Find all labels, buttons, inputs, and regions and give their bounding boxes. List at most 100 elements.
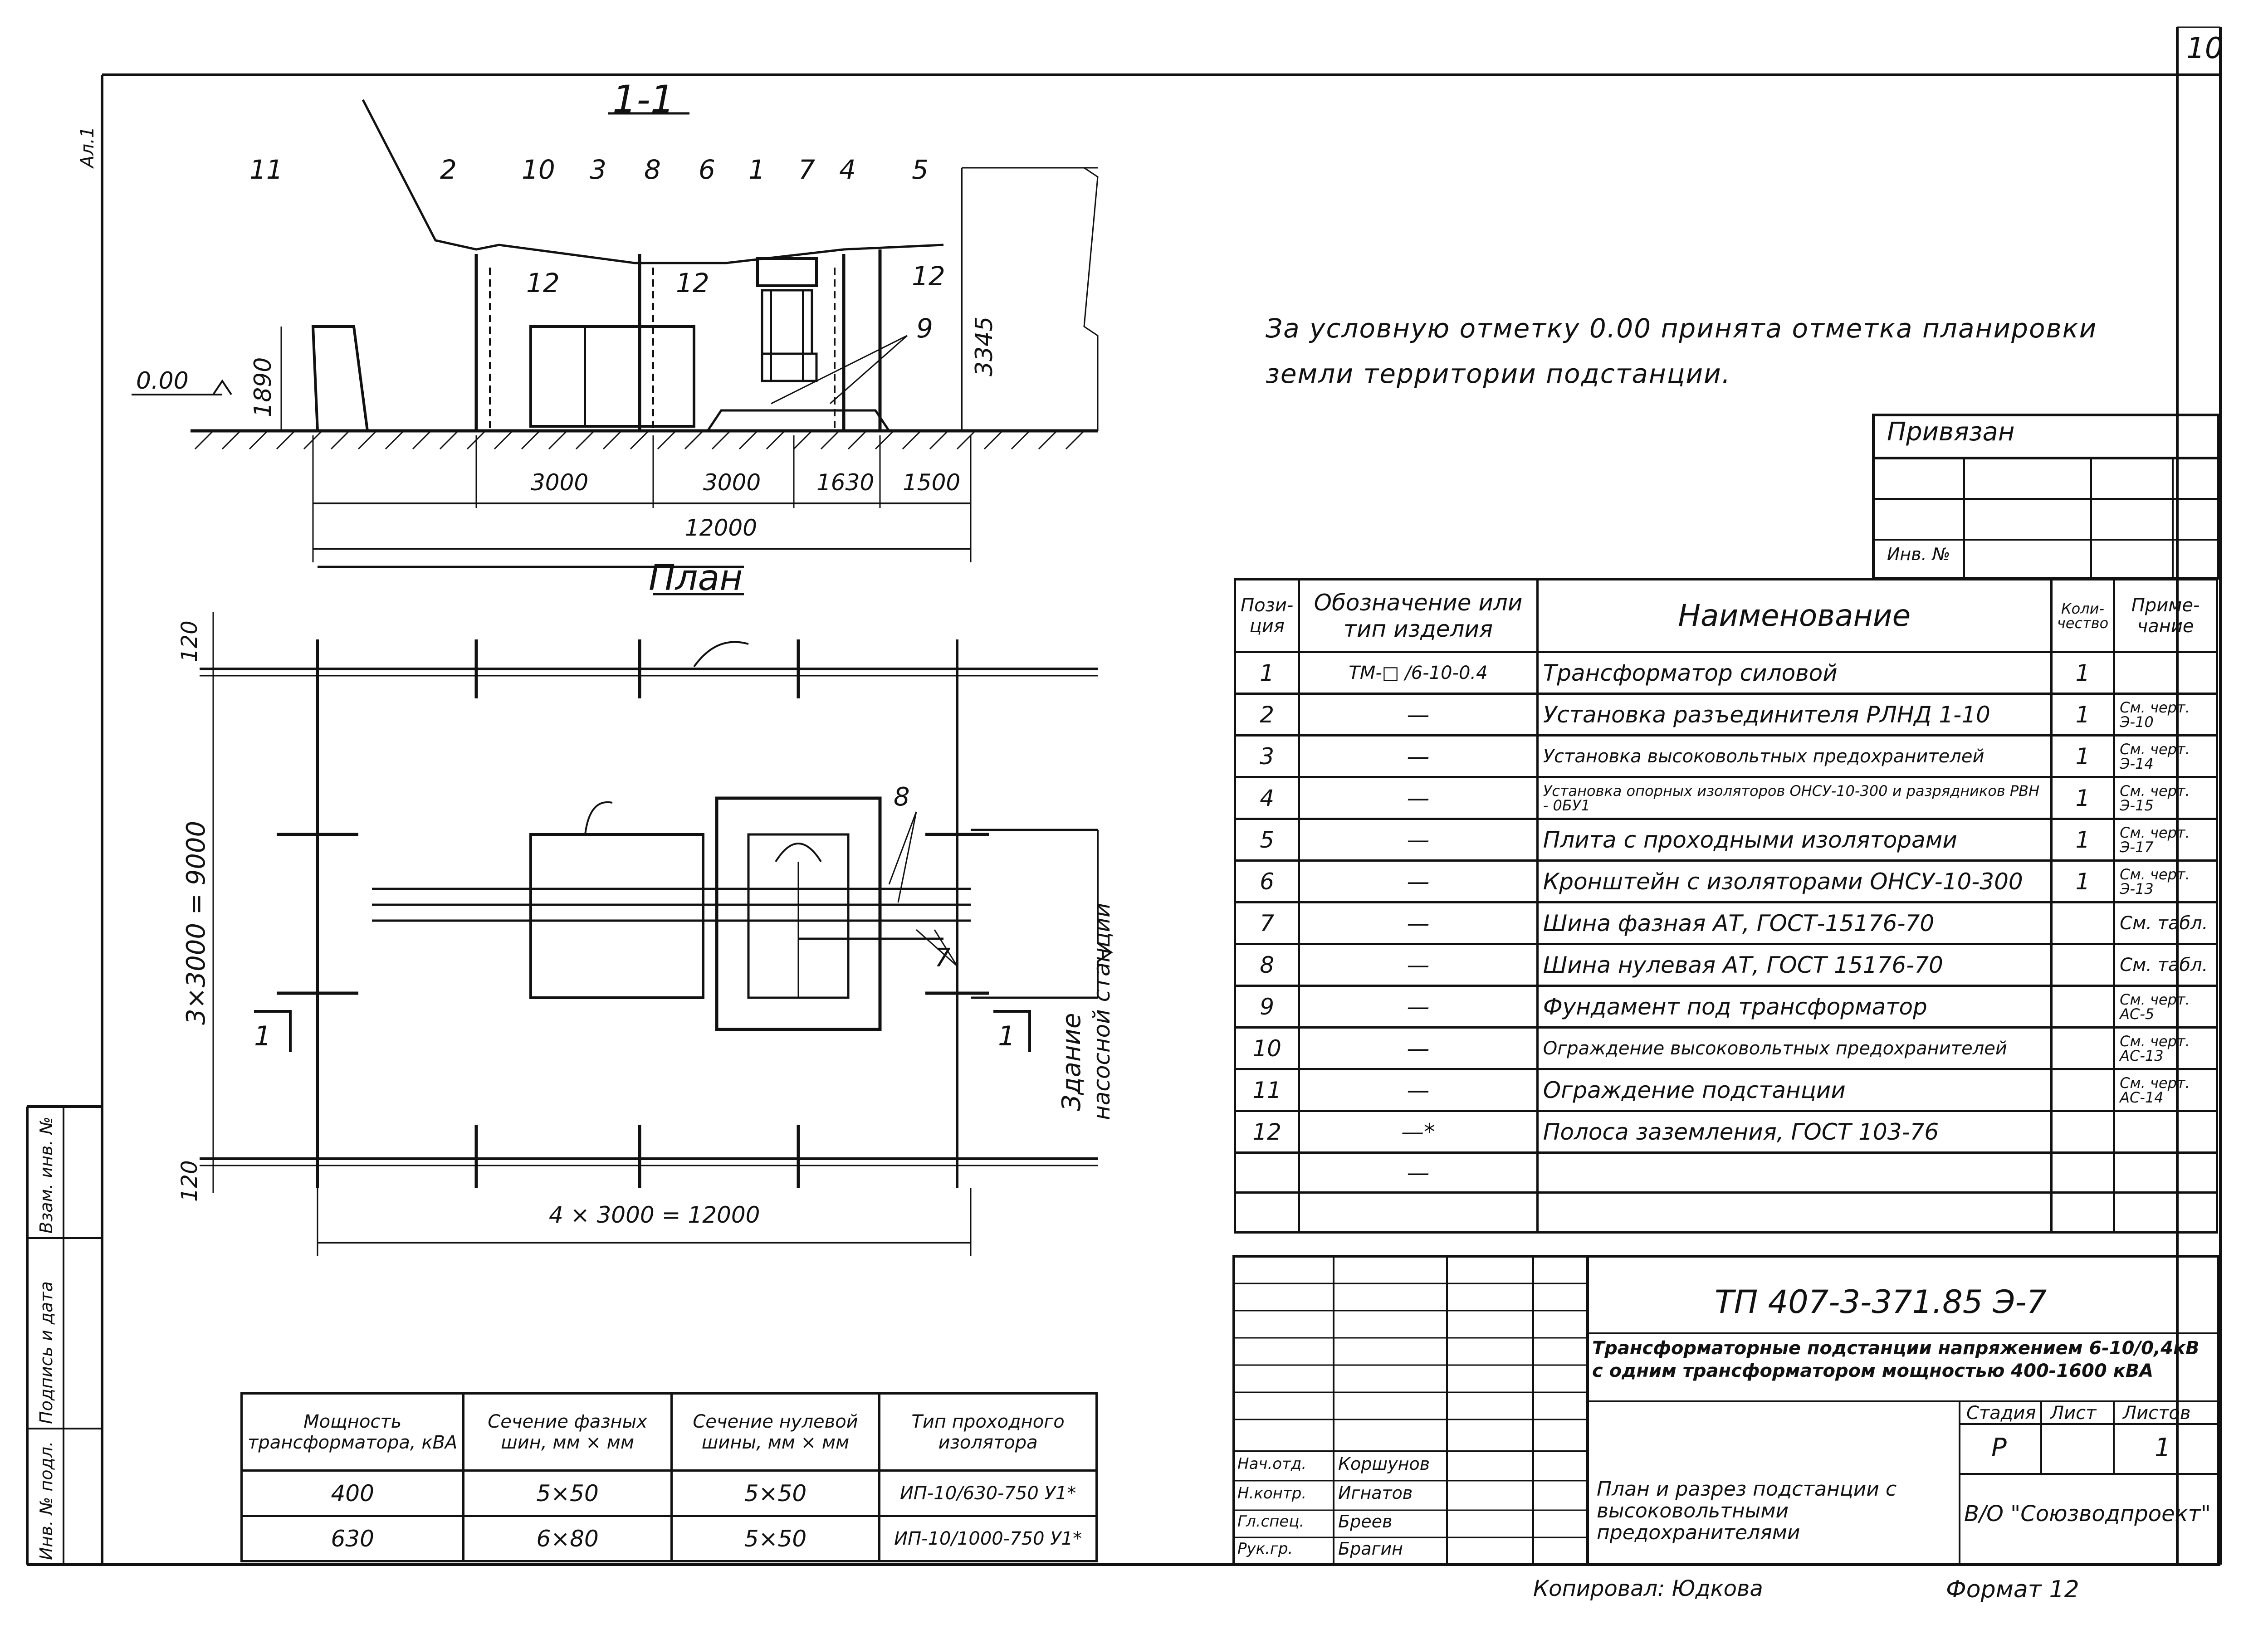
- spec-name: Плита с проходными изоляторами: [1536, 818, 2053, 862]
- strip-replaced-inv: Взам. инв. №: [36, 1116, 56, 1234]
- spec-note: См. черт. Э-17: [2113, 818, 2218, 862]
- section-marker-left: 1: [254, 1020, 272, 1052]
- spec-note: См. черт. АС-13: [2113, 1026, 2218, 1070]
- spec-pos: 5: [1233, 818, 1300, 862]
- spec-header-qty: Коли-чество: [2050, 578, 2116, 653]
- spec-qty: 1: [2050, 651, 2116, 695]
- spec-name: Кронштейн с изоляторами ОНСУ-10-300: [1536, 859, 2053, 903]
- spec-name: Установка высоковольтных предохранителей: [1536, 734, 2053, 778]
- spec-designation: —: [1298, 1151, 1539, 1194]
- plan-label-7: 7: [934, 943, 951, 973]
- spec-note: См. черт. Э-13: [2113, 859, 2218, 903]
- spec-name: Ограждение высоковольтных предохранителе…: [1536, 1026, 2053, 1070]
- bus-neutral: 5×50: [670, 1469, 881, 1517]
- spec-row: 4 — Установка опорных изоляторов ОНСУ-10…: [1233, 776, 2218, 820]
- strip-inv-original: Инв. № подл.: [36, 1441, 56, 1560]
- format-label: Формат 12: [1946, 1576, 2079, 1603]
- spec-note: См. черт. АС-14: [2113, 1068, 2218, 1112]
- role-head-dept: Нач.отд.: [1237, 1455, 1307, 1473]
- spec-name: Установка разъединителя РЛНД 1-10: [1536, 693, 2053, 737]
- bus-table: Мощность трансформатора, кВА Сечение фаз…: [240, 1392, 1098, 1562]
- spec-header-name: Наименование: [1536, 578, 2053, 653]
- spec-header-pos: Пози-ция: [1233, 578, 1300, 653]
- spec-pos: 4: [1233, 776, 1300, 820]
- spec-pos: 9: [1233, 985, 1300, 1029]
- ground-label-12-c: 12: [912, 261, 945, 292]
- callout-8: 8: [644, 154, 661, 185]
- spec-qty: 1: [2050, 859, 2116, 903]
- bus-header-insulator: Тип проходного изолятора: [878, 1392, 1098, 1472]
- spec-designation: —: [1298, 1026, 1539, 1070]
- spec-header-row: Пози-ция Обозначение или тип изделия Наи…: [1233, 578, 2218, 653]
- spec-row: 12 —* Полоса заземления, ГОСТ 103-76: [1233, 1110, 2218, 1154]
- spec-note: См. табл.: [2113, 943, 2218, 987]
- spec-name: Полоса заземления, ГОСТ 103-76: [1536, 1110, 2053, 1154]
- note-line-1: За условную отметку 0.00 принята отметка…: [1266, 313, 2097, 344]
- name-head-dept: Коршунов: [1338, 1454, 1430, 1474]
- spec-qty: 1: [2050, 818, 2116, 862]
- bus-header-neutral: Сечение нулевой шины, мм × мм: [670, 1392, 881, 1472]
- spec-designation: —: [1298, 985, 1539, 1029]
- sheet-number: 10: [2186, 32, 2224, 65]
- spec-pos: 6: [1233, 859, 1300, 903]
- spec-designation: —*: [1298, 1110, 1539, 1154]
- spec-qty: 1: [2050, 734, 2116, 778]
- spec-pos: 7: [1233, 901, 1300, 945]
- spec-pos: 1: [1233, 651, 1300, 695]
- spec-row: 9 — Фундамент под трансформатор См. черт…: [1233, 985, 2218, 1029]
- spec-designation: —: [1298, 776, 1539, 820]
- organization: В/О "Союзводпроект": [1964, 1501, 2211, 1527]
- specification-table: Пози-ция Обозначение или тип изделия Наи…: [1233, 578, 2218, 1234]
- name-group-lead: Брагин: [1338, 1539, 1403, 1559]
- spec-row-empty: [1233, 1191, 2218, 1234]
- dim-3000-b: 3000: [703, 469, 761, 496]
- bus-neutral: 5×50: [670, 1515, 881, 1562]
- spec-note: [2113, 651, 2218, 695]
- spec-note: См. черт. Э-14: [2113, 734, 2218, 778]
- spec-name: Установка опорных изоляторов ОНСУ-10-300…: [1536, 776, 2053, 820]
- spec-note: [2113, 1151, 2218, 1194]
- dim-1630: 1630: [816, 469, 875, 496]
- callout-7: 7: [798, 154, 815, 185]
- section-marker-right: 1: [998, 1020, 1016, 1052]
- callout-3: 3: [590, 154, 606, 185]
- spec-qty: 1: [2050, 776, 2116, 820]
- spec-qty: [2050, 1110, 2116, 1154]
- spec-name: Фундамент под трансформатор: [1536, 985, 2053, 1029]
- sheets-value: 1: [2155, 1433, 2171, 1463]
- bus-power: 400: [240, 1469, 465, 1517]
- callout-1: 1: [748, 154, 765, 185]
- project-desc-1: Трансформаторные подстанции напряжением …: [1592, 1338, 2200, 1359]
- role-group-lead: Рук.гр.: [1237, 1540, 1293, 1558]
- spec-name: Шина нулевая АТ, ГОСТ 15176-70: [1536, 943, 2053, 987]
- note-line-2: земли территории подстанции.: [1266, 358, 1731, 389]
- plan-label-8: 8: [894, 782, 910, 812]
- bus-phase: 5×50: [462, 1469, 673, 1517]
- name-chief-spec: Бреев: [1338, 1512, 1393, 1532]
- bus-phase: 6×80: [462, 1515, 673, 1562]
- bus-header-row: Мощность трансформатора, кВА Сечение фаз…: [240, 1392, 1098, 1472]
- project-desc-2: с одним трансформатором мощностью 400-16…: [1592, 1361, 2154, 1381]
- spec-qty: [2050, 1068, 2116, 1112]
- spec-pos: 10: [1233, 1026, 1300, 1070]
- spec-row: 3 — Установка высоковольтных предохранит…: [1233, 734, 2218, 778]
- bus-insulator: ИП-10/1000-750 У1*: [878, 1515, 1098, 1562]
- bus-header-power: Мощность трансформатора, кВА: [240, 1392, 465, 1472]
- spec-designation: —: [1298, 901, 1539, 945]
- spec-designation: —: [1298, 943, 1539, 987]
- spec-row: 6 — Кронштейн с изоляторами ОНСУ-10-300 …: [1233, 859, 2218, 903]
- ground-label-12-a: 12: [526, 268, 560, 298]
- role-chief-spec: Гл.спец.: [1237, 1512, 1305, 1531]
- spec-row: 1 ТМ-□ /6-10-0.4 Трансформатор силовой 1: [1233, 651, 2218, 695]
- binding-inv: Инв. №: [1887, 544, 1950, 564]
- dim-1500: 1500: [903, 469, 961, 496]
- spec-row: —: [1233, 1151, 2218, 1194]
- dim-3000-a: 3000: [531, 469, 589, 496]
- callout-10: 10: [522, 154, 555, 185]
- spec-pos: 12: [1233, 1110, 1300, 1154]
- bus-row: 400 5×50 5×50 ИП-10/630-750 У1*: [240, 1469, 1098, 1517]
- role-norm-control: Н.контр.: [1237, 1484, 1307, 1502]
- spec-qty: [2050, 1151, 2116, 1194]
- spec-name: [1536, 1151, 2053, 1194]
